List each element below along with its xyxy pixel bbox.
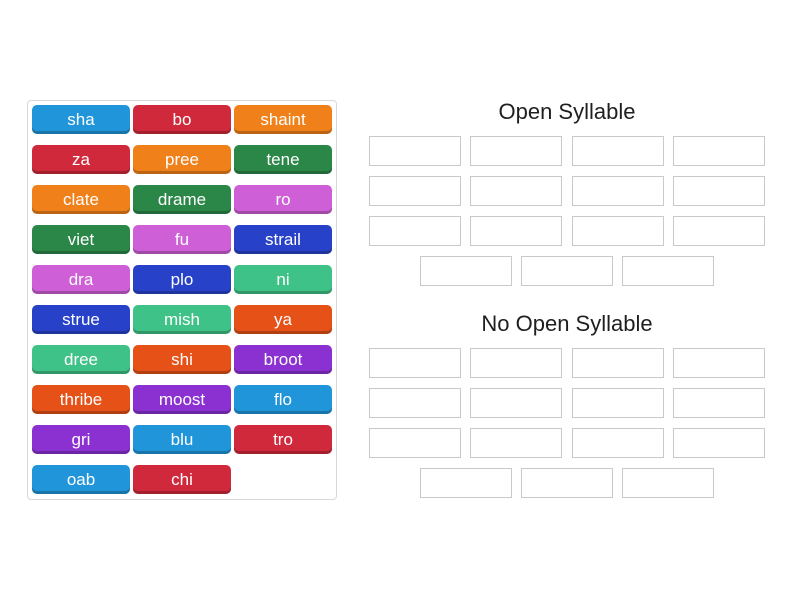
word-tile[interactable]: ro xyxy=(234,185,332,214)
drop-slot[interactable] xyxy=(470,136,563,166)
word-tile[interactable]: thribe xyxy=(32,385,130,414)
word-tile[interactable]: tene xyxy=(234,145,332,174)
drop-slot[interactable] xyxy=(521,468,613,498)
slot-row xyxy=(369,388,765,418)
slot-row xyxy=(369,348,765,378)
drop-slot[interactable] xyxy=(369,348,461,378)
word-tile[interactable]: ni xyxy=(234,265,332,294)
word-tile[interactable]: gri xyxy=(32,425,130,454)
word-tile[interactable]: pree xyxy=(133,145,231,174)
drop-slot[interactable] xyxy=(420,256,512,286)
word-tile[interactable]: drame xyxy=(133,185,231,214)
word-tile[interactable]: strail xyxy=(234,225,332,254)
drop-slot[interactable] xyxy=(672,348,765,378)
drop-slot[interactable] xyxy=(571,216,664,246)
drop-slot[interactable] xyxy=(470,388,563,418)
slot-row xyxy=(369,136,765,166)
word-tile[interactable]: shaint xyxy=(234,105,332,134)
word-tile[interactable]: broot xyxy=(234,345,332,374)
drop-slot[interactable] xyxy=(470,216,563,246)
drop-slot[interactable] xyxy=(622,256,714,286)
slot-row xyxy=(369,428,765,458)
slot-rows xyxy=(369,348,765,498)
drop-slot[interactable] xyxy=(521,256,613,286)
drop-slot[interactable] xyxy=(571,428,664,458)
drop-slot[interactable] xyxy=(571,388,664,418)
group-title: Open Syllable xyxy=(498,99,636,124)
word-tile[interactable]: tro xyxy=(234,425,332,454)
drop-slot[interactable] xyxy=(369,388,461,418)
word-tile[interactable]: ya xyxy=(234,305,332,334)
drop-slot[interactable] xyxy=(622,468,714,498)
drop-slot[interactable] xyxy=(672,428,765,458)
slot-row xyxy=(369,468,765,498)
drop-slot[interactable] xyxy=(420,468,512,498)
slot-rows xyxy=(369,136,765,286)
word-tile[interactable]: viet xyxy=(32,225,130,254)
word-tile[interactable]: mish xyxy=(133,305,231,334)
drop-slot[interactable] xyxy=(672,388,765,418)
word-tile[interactable]: bo xyxy=(133,105,231,134)
word-tile[interactable]: shi xyxy=(133,345,231,374)
drop-slot[interactable] xyxy=(571,348,664,378)
word-tile[interactable]: blu xyxy=(133,425,231,454)
group-section-open-syllable: Open Syllable xyxy=(369,97,765,296)
drop-slot[interactable] xyxy=(571,136,664,166)
drop-slot[interactable] xyxy=(369,176,461,206)
drop-slot[interactable] xyxy=(672,136,765,166)
slot-row xyxy=(369,176,765,206)
drop-slot[interactable] xyxy=(369,428,461,458)
group-title: No Open Syllable xyxy=(481,311,653,336)
drop-slot[interactable] xyxy=(470,348,563,378)
word-tile[interactable]: dra xyxy=(32,265,130,294)
drop-slot[interactable] xyxy=(369,216,461,246)
word-tile[interactable]: dree xyxy=(32,345,130,374)
word-tile[interactable]: strue xyxy=(32,305,130,334)
word-tile[interactable]: plo xyxy=(133,265,231,294)
word-tile[interactable]: za xyxy=(32,145,130,174)
drop-slot[interactable] xyxy=(672,216,765,246)
drop-slot[interactable] xyxy=(672,176,765,206)
drop-slot[interactable] xyxy=(571,176,664,206)
drop-slot[interactable] xyxy=(470,428,563,458)
word-tile[interactable]: chi xyxy=(133,465,231,494)
group-section-no-open-syllable: No Open Syllable xyxy=(369,309,765,508)
word-tile[interactable]: flo xyxy=(234,385,332,414)
word-tile[interactable]: sha xyxy=(32,105,130,134)
word-tile[interactable]: moost xyxy=(133,385,231,414)
word-tile[interactable]: clate xyxy=(32,185,130,214)
slot-row xyxy=(369,216,765,246)
drop-slot[interactable] xyxy=(369,136,461,166)
word-tile[interactable]: oab xyxy=(32,465,130,494)
slot-row xyxy=(369,256,765,286)
word-tile[interactable]: fu xyxy=(133,225,231,254)
drop-slot[interactable] xyxy=(470,176,563,206)
